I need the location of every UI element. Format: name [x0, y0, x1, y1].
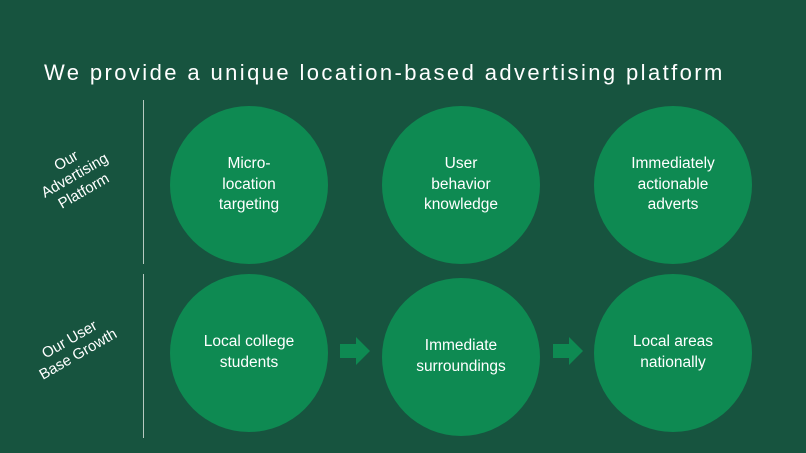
circle-label: Immediately actionable adverts — [631, 154, 715, 214]
circle-immediately-actionable-adverts: Immediately actionable adverts — [594, 106, 752, 264]
circle-micro-location-targeting: Micro- location targeting — [170, 106, 328, 264]
arrow-right-icon — [553, 337, 583, 365]
circle-label: Micro- location targeting — [218, 154, 280, 214]
circle-label: Local areas nationally — [632, 333, 714, 371]
circle-label: User behavior knowledge — [423, 154, 499, 214]
circle-local-college-students: Local college students — [170, 274, 328, 432]
slide-title: We provide a unique location-based adver… — [44, 60, 725, 85]
circle-local-areas-nationally: Local areas nationally — [594, 274, 752, 432]
circle-label: Immediate surroundings — [416, 337, 506, 375]
circle-user-behavior-knowledge: User behavior knowledge — [382, 106, 540, 264]
circle-immediate-surroundings: Immediate surroundings — [382, 278, 540, 436]
arrow-right-icon — [340, 337, 370, 365]
row-label-advertising-platform: Our Advertising Platform — [38, 147, 112, 213]
circle-label: Local college students — [203, 333, 295, 371]
row-divider-user-growth — [143, 274, 144, 438]
row-divider-advertising — [143, 100, 144, 264]
row-label-user-base-growth: Our User Base Growth — [36, 317, 121, 384]
